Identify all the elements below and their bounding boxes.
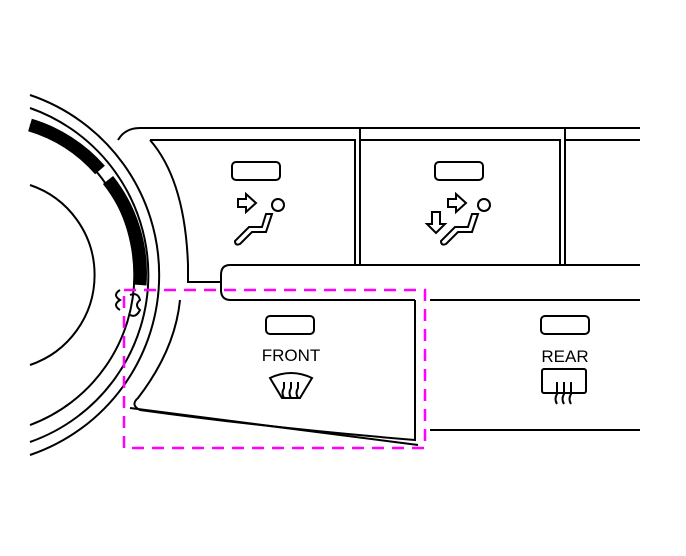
- panel-frame-left: [149, 139, 220, 283]
- windshield-defroster-icon: [268, 372, 314, 399]
- bi-level-vent-icon: [424, 191, 491, 246]
- panel-frame-top: [117, 127, 640, 141]
- dial-ring: [29, 107, 150, 443]
- indicator-light: [231, 161, 281, 181]
- rear-defroster-button[interactable]: REAR: [430, 315, 640, 431]
- face-vent-icon: [233, 191, 285, 246]
- indicator-light: [434, 161, 484, 181]
- dial-outer-ring: [29, 94, 161, 456]
- bi-level-vent-button[interactable]: [360, 139, 561, 265]
- dial-ring: [29, 124, 136, 426]
- front-label: FRONT: [262, 346, 321, 365]
- rear-label: REAR: [541, 347, 588, 366]
- fan-icon-part: [129, 293, 142, 317]
- dial-indicator-bar: [102, 175, 147, 286]
- indicator-light: [265, 315, 315, 335]
- face-vent-button[interactable]: [150, 139, 356, 265]
- temperature-dial: [28, 94, 161, 456]
- dial-inner-ring: [29, 184, 96, 366]
- rear-window-defroster-icon: [541, 368, 587, 405]
- panel-strip: [220, 264, 640, 301]
- front-defroster-button[interactable]: FRONT: [129, 299, 419, 446]
- fan-icon: [115, 289, 122, 311]
- indicator-light: [540, 315, 590, 335]
- dial-indicator-bar: [28, 118, 105, 175]
- highlight-box: [122, 288, 427, 450]
